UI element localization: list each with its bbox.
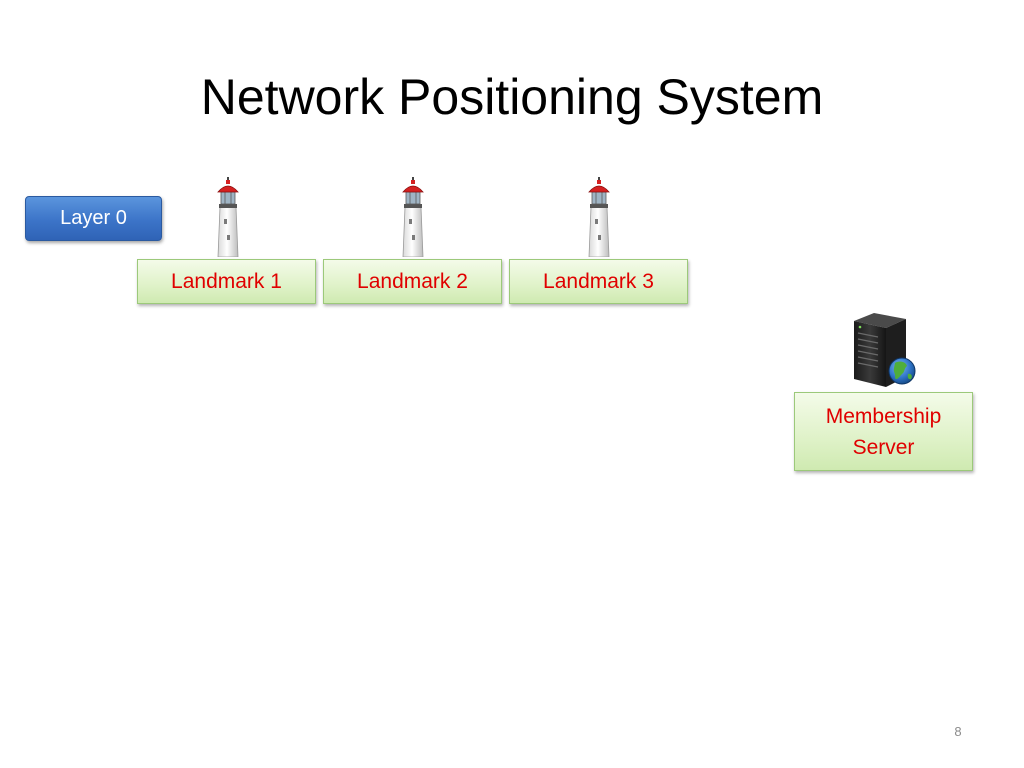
landmark-3-box: Landmark 3 <box>509 259 688 304</box>
landmark-label: Landmark 1 <box>171 270 282 293</box>
lighthouse-icon <box>217 177 239 257</box>
membership-server-box: Membership Server <box>794 392 973 471</box>
landmark-1-box: Landmark 1 <box>137 259 316 304</box>
server-label-line2: Server <box>852 435 915 459</box>
landmark-2-box: Landmark 2 <box>323 259 502 304</box>
lighthouse-icon <box>588 177 610 257</box>
slide-title: Network Positioning System <box>200 69 824 125</box>
lighthouse-icon <box>402 177 424 257</box>
page-number: 8 <box>954 724 962 739</box>
layer-badge-label: Layer 0 <box>60 207 127 229</box>
layer-0-badge: Layer 0 <box>25 196 162 241</box>
server-globe-icon <box>854 313 916 387</box>
landmark-label: Landmark 2 <box>357 270 468 293</box>
landmark-label: Landmark 3 <box>543 270 654 293</box>
server-label-line1: Membership <box>825 404 942 428</box>
